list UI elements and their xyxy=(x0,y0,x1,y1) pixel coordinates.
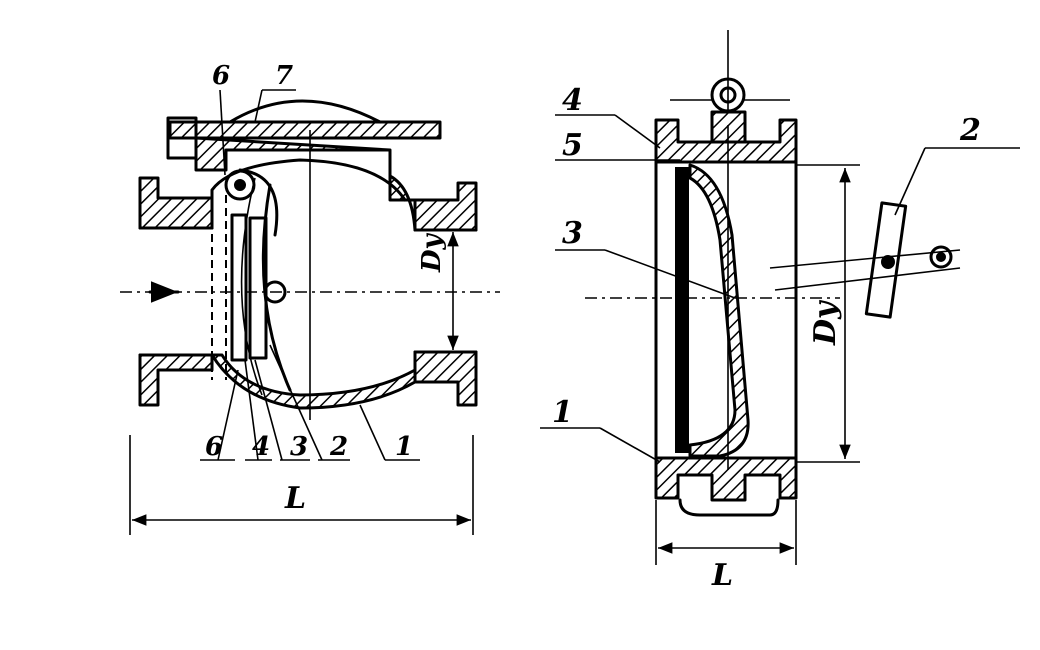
callout-4-bottom: 4 xyxy=(252,432,270,462)
callout-5: 5 xyxy=(562,128,583,163)
hinge-arm xyxy=(864,201,908,319)
disc xyxy=(688,163,750,458)
callout-1: 1 xyxy=(552,395,573,430)
dy-dimension-label: Dy xyxy=(417,232,447,273)
body-lower xyxy=(210,353,417,410)
outlet-flange-top xyxy=(413,181,478,232)
hinge-pin-end xyxy=(929,245,953,269)
callout-1-bottom: 1 xyxy=(395,432,413,462)
length-dimension-label: L xyxy=(284,481,306,516)
callout-2-bottom: 2 xyxy=(329,432,348,462)
body-top xyxy=(654,118,798,164)
dy-dimension-label: Dy xyxy=(808,299,843,346)
length-dimension-label: L xyxy=(711,558,733,593)
inlet-flange-bottom xyxy=(138,353,214,407)
callout-7-top: 7 xyxy=(275,61,293,91)
callout-3: 3 xyxy=(562,216,583,251)
seat-ring xyxy=(230,213,248,362)
callout-6-bottom: 6 xyxy=(205,432,223,462)
callout-2: 2 xyxy=(959,113,981,148)
seat-ring xyxy=(675,167,689,453)
callout-3-bottom: 3 xyxy=(290,432,308,462)
swing-check-valve-section: Dy L 6 7 6 4 3 2 1 xyxy=(120,61,500,535)
callout-4: 4 xyxy=(562,83,583,118)
cover xyxy=(168,120,442,140)
callout-6-top: 6 xyxy=(212,61,230,91)
body-bottom xyxy=(654,456,798,502)
outlet-flange-bottom xyxy=(413,350,478,407)
inlet-flange-top xyxy=(138,176,214,230)
wafer-check-valve-section: Dy L 4 5 3 1 2 xyxy=(540,30,1020,593)
body-upper xyxy=(194,136,417,232)
